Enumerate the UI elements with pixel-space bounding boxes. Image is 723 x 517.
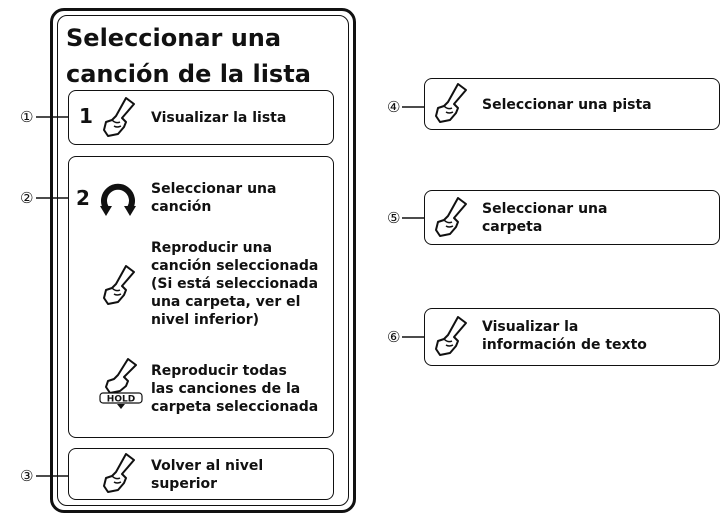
play-song-line-2: canción seleccionada bbox=[151, 258, 319, 274]
title-line-1: Seleccionar una bbox=[66, 24, 282, 52]
hold-label: HOLD bbox=[107, 395, 135, 405]
callout-1: ① bbox=[20, 108, 34, 126]
finger-press-icon bbox=[103, 265, 135, 305]
finger-press-icon bbox=[435, 83, 467, 123]
play-song-text: Reproducir una canción seleccionada (Si … bbox=[151, 239, 318, 329]
song-list-panel bbox=[50, 8, 356, 513]
panel-title: Seleccionar una canción de la lista bbox=[66, 20, 346, 92]
step-3-label: Volver al nivel superior bbox=[151, 457, 263, 493]
callout-4: ④ bbox=[387, 98, 401, 116]
play-all-line-1: Reproducir todas bbox=[151, 363, 287, 379]
play-all-line-3: carpeta seleccionada bbox=[151, 399, 319, 415]
panel-inner-border bbox=[57, 15, 349, 506]
item-6-line-1: Visualizar la bbox=[482, 319, 579, 335]
finger-press-icon bbox=[103, 453, 135, 493]
step-1-label: Visualizar la lista bbox=[151, 110, 287, 126]
callout-3: ③ bbox=[20, 467, 34, 485]
play-all-text: Reproducir todas las canciones de la car… bbox=[151, 362, 318, 416]
step-3-line-2: superior bbox=[151, 476, 218, 492]
item-5-box bbox=[424, 190, 720, 245]
select-song-line-1: Seleccionar una bbox=[151, 181, 277, 197]
select-song-text: Seleccionar una canción bbox=[151, 180, 276, 216]
step-1-number: 1 bbox=[79, 104, 93, 128]
item-4-box bbox=[424, 78, 720, 130]
step-2-box bbox=[68, 156, 334, 438]
item-5-label: Seleccionar una carpeta bbox=[482, 200, 607, 236]
callout-2: ② bbox=[20, 189, 34, 207]
play-song-line-1: Reproducir una bbox=[151, 240, 273, 256]
play-all-line-2: las canciones de la bbox=[151, 381, 301, 397]
item-6-box bbox=[424, 308, 720, 366]
play-song-line-3: (Si está seleccionada bbox=[151, 276, 319, 292]
hold-press-icon: HOLD bbox=[99, 358, 143, 409]
rotate-dial-icon bbox=[100, 183, 136, 216]
step-3-line-1: Volver al nivel bbox=[151, 458, 264, 474]
step-2-number: 2 bbox=[76, 186, 90, 210]
callout-6: ⑥ bbox=[387, 328, 401, 346]
play-song-line-5: nivel inferior) bbox=[151, 312, 260, 328]
item-4-label: Seleccionar una pista bbox=[482, 97, 652, 113]
item-6-label: Visualizar la información de texto bbox=[482, 318, 647, 354]
title-line-2: canción de la lista bbox=[66, 60, 311, 88]
finger-press-icon bbox=[435, 316, 467, 356]
item-5-line-1: Seleccionar una bbox=[482, 201, 608, 217]
callout-5: ⑤ bbox=[387, 209, 401, 227]
item-6-line-2: información de texto bbox=[482, 337, 647, 353]
select-song-line-2: canción bbox=[151, 199, 212, 215]
finger-press-icon bbox=[103, 97, 135, 137]
item-5-line-2: carpeta bbox=[482, 219, 543, 235]
finger-press-icon bbox=[435, 197, 467, 237]
play-song-line-4: una carpeta, ver el bbox=[151, 294, 301, 310]
